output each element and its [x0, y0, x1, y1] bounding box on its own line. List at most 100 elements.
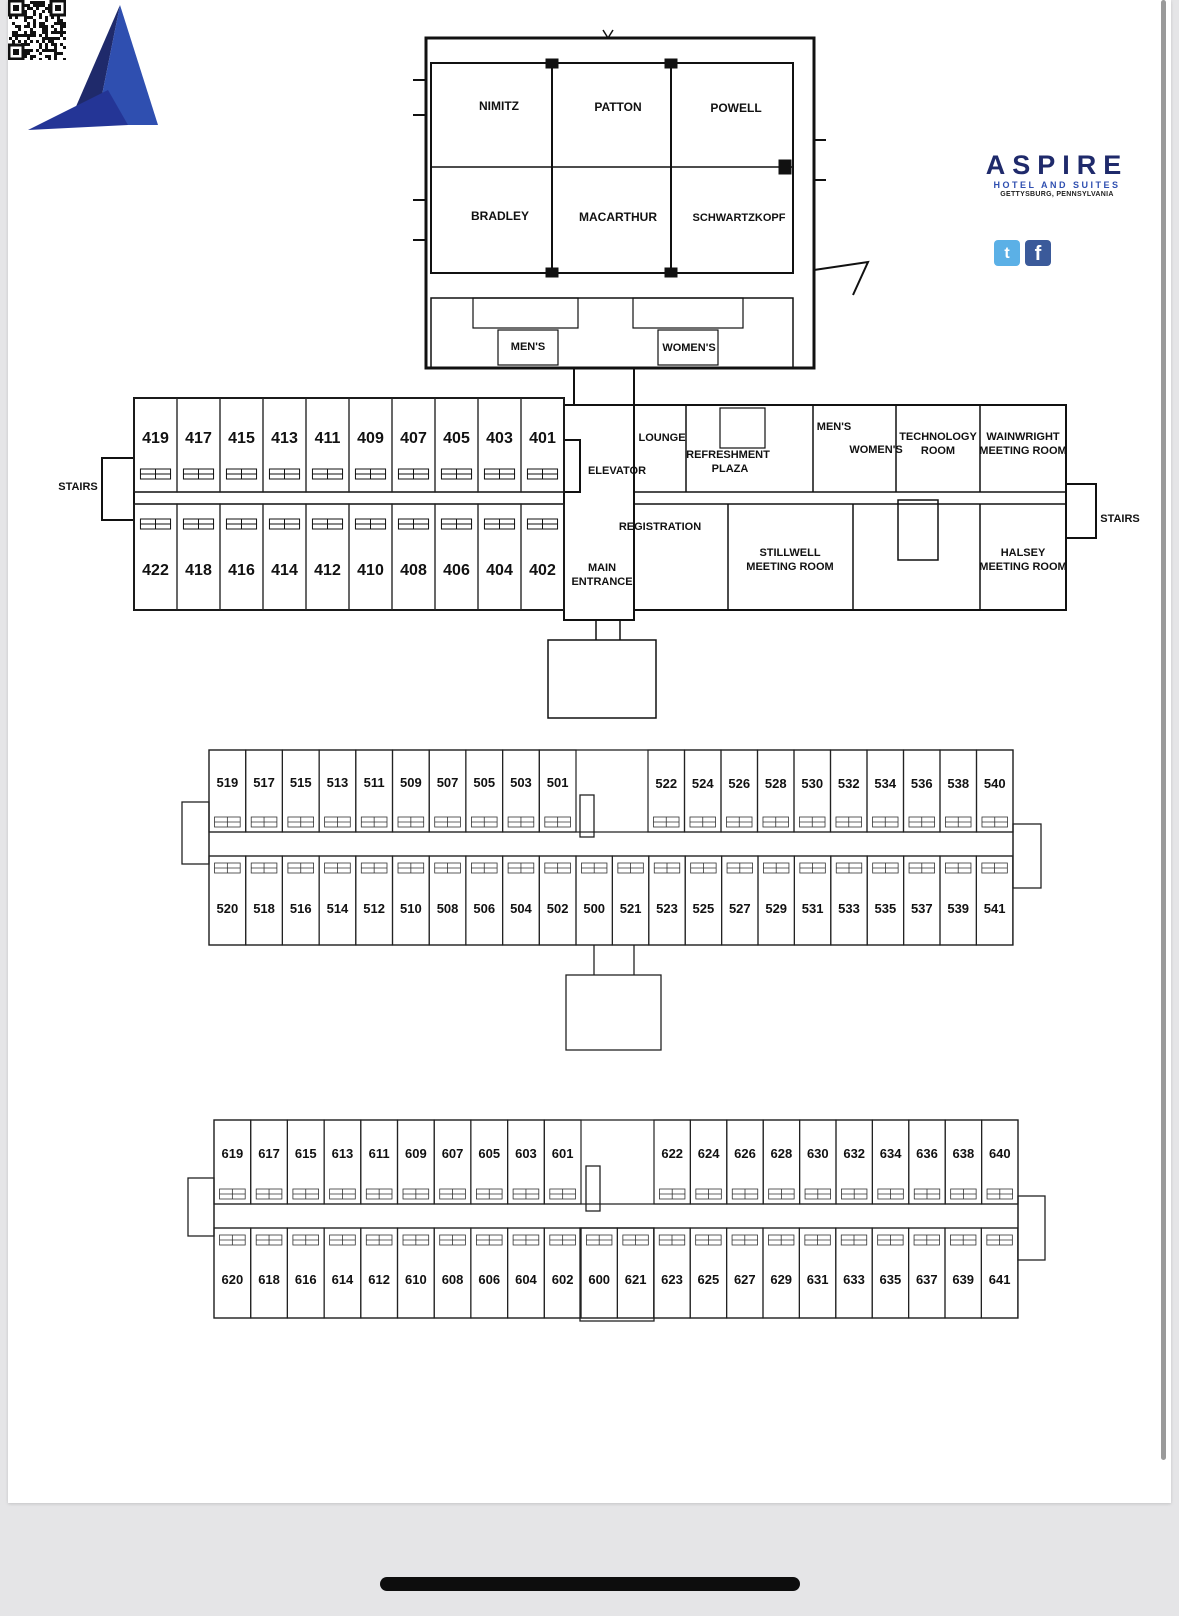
- room-number: 608: [442, 1272, 464, 1287]
- room-number: 641: [989, 1272, 1011, 1287]
- room-number: 525: [693, 901, 715, 916]
- bathroom-fixture-icon: [695, 1188, 722, 1200]
- bathroom-fixture-icon: [726, 816, 753, 828]
- guest-room[interactable]: 541: [975, 855, 1014, 946]
- bathroom-fixture-icon: [354, 468, 387, 480]
- room-number: 501: [547, 775, 569, 790]
- bathroom-fixture-icon: [768, 1234, 795, 1246]
- bathroom-fixture-icon: [872, 816, 899, 828]
- room-number: 632: [843, 1146, 865, 1161]
- room-schwartzkopf: SCHWARTZKOPF: [693, 212, 786, 224]
- room-number: 405: [443, 430, 470, 447]
- facebook-icon[interactable]: f: [1025, 240, 1051, 266]
- bathroom-fixture-icon: [913, 1234, 940, 1246]
- twitter-icon[interactable]: t: [994, 240, 1020, 266]
- room-number: 528: [765, 776, 787, 791]
- room-number: 612: [368, 1272, 390, 1287]
- bathroom-fixture-icon: [512, 1188, 540, 1200]
- mens-room-label: MEN'S: [817, 421, 851, 433]
- guest-room[interactable]: 641: [980, 1227, 1019, 1319]
- room-number: 600: [588, 1272, 610, 1287]
- room-number: 520: [216, 901, 238, 916]
- room-number: 513: [327, 775, 349, 790]
- guest-room[interactable]: 401: [520, 397, 565, 493]
- room-nimitz: NIMITZ: [479, 99, 519, 113]
- room-number: 408: [400, 562, 427, 579]
- room-number: 621: [625, 1272, 647, 1287]
- bathroom-fixture-icon: [471, 862, 498, 874]
- room-number: 504: [510, 901, 532, 916]
- bathroom-fixture-icon: [365, 1188, 393, 1200]
- bathroom-fixture-icon: [397, 816, 425, 828]
- bathroom-fixture-icon: [329, 1234, 356, 1246]
- bathroom-fixture-icon: [483, 518, 516, 530]
- room-number: 629: [770, 1272, 792, 1287]
- room-number: 615: [295, 1146, 317, 1161]
- scrollbar[interactable]: [1161, 0, 1166, 1460]
- room-number: 603: [515, 1146, 537, 1161]
- bathroom-fixture-icon: [440, 518, 473, 530]
- room-number: 610: [405, 1272, 427, 1287]
- bathroom-fixture-icon: [872, 862, 899, 874]
- room-number: 533: [838, 901, 860, 916]
- refreshment-plaza-label-1: REFRESHMENT: [686, 449, 770, 461]
- bathroom-fixture-icon: [434, 816, 461, 828]
- bathroom-fixture-icon: [726, 862, 753, 874]
- room-number: 631: [807, 1272, 829, 1287]
- bathroom-fixture-icon: [360, 816, 388, 828]
- home-indicator[interactable]: [380, 1577, 800, 1591]
- room-number: 403: [486, 430, 513, 447]
- bathroom-fixture-icon: [507, 816, 535, 828]
- room-number: 509: [400, 775, 422, 790]
- bathroom-fixture-icon: [324, 862, 351, 874]
- wainwright-meeting-room-label-1: WAINWRIGHT: [986, 431, 1060, 443]
- room-number: 416: [228, 562, 255, 579]
- guest-room[interactable]: 640: [980, 1119, 1019, 1205]
- qr-code-icon[interactable]: [8, 0, 66, 60]
- bathroom-fixture-icon: [986, 1234, 1013, 1246]
- room-number: 620: [221, 1272, 243, 1287]
- conference-mens-room: MEN'S: [511, 341, 545, 353]
- bathroom-fixture-icon: [945, 816, 972, 828]
- room-number: 407: [400, 430, 427, 447]
- room-number: 627: [734, 1272, 756, 1287]
- bathroom-fixture-icon: [439, 1188, 466, 1200]
- room-number: 630: [807, 1146, 829, 1161]
- room-number: 522: [655, 776, 677, 791]
- room-number: 539: [947, 901, 969, 916]
- bathroom-fixture-icon: [981, 862, 1008, 874]
- bathroom-fixture-icon: [219, 1234, 246, 1246]
- guest-room[interactable]: 601: [543, 1119, 582, 1205]
- floor-5-plan: [181, 749, 1042, 1051]
- bathroom-fixture-icon: [877, 1188, 904, 1200]
- room-number: 622: [661, 1146, 683, 1161]
- bathroom-fixture-icon: [986, 1188, 1013, 1200]
- bathroom-fixture-icon: [950, 1188, 977, 1200]
- bathroom-fixture-icon: [549, 1234, 576, 1246]
- room-number: 507: [437, 775, 459, 790]
- guest-room[interactable]: 402: [520, 503, 565, 611]
- room-number: 401: [529, 430, 556, 447]
- room-number: 521: [620, 901, 642, 916]
- bathroom-fixture-icon: [219, 1188, 246, 1200]
- bathroom-fixture-icon: [311, 468, 344, 480]
- bathroom-fixture-icon: [526, 518, 559, 530]
- bathroom-fixture-icon: [139, 468, 172, 480]
- room-number: 526: [728, 776, 750, 791]
- bathroom-fixture-icon: [689, 816, 716, 828]
- bathroom-fixture-icon: [950, 1234, 977, 1246]
- bathroom-fixture-icon: [214, 862, 241, 874]
- room-number: 614: [332, 1272, 354, 1287]
- bathroom-fixture-icon: [250, 816, 278, 828]
- bathroom-fixture-icon: [695, 1234, 722, 1246]
- room-number: 537: [911, 901, 933, 916]
- guest-room[interactable]: 501: [538, 749, 577, 833]
- guest-room[interactable]: 540: [975, 749, 1014, 833]
- room-number: 502: [547, 901, 569, 916]
- room-number: 605: [478, 1146, 500, 1161]
- conference-center: [413, 29, 870, 405]
- room-number: 411: [315, 430, 341, 447]
- room-number: 517: [253, 775, 275, 790]
- brand-name: ASPIRE: [985, 150, 1129, 180]
